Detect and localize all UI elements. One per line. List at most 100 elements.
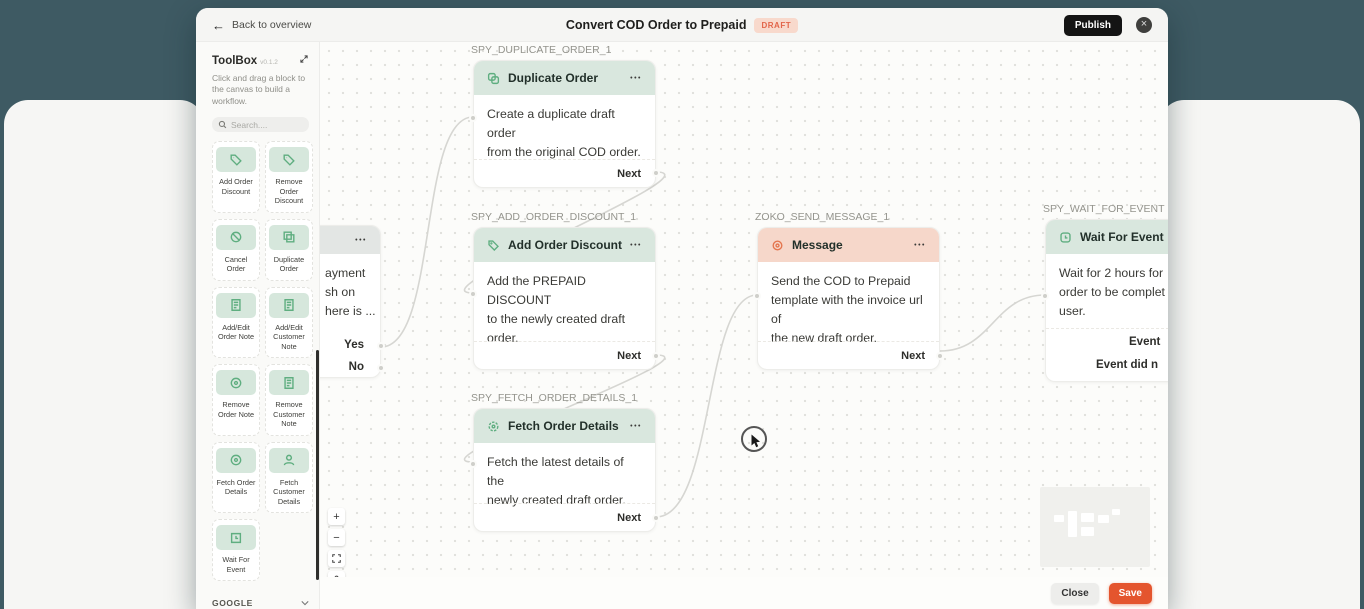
save-button[interactable]: Save — [1108, 582, 1152, 604]
back-to-overview-link[interactable]: ← Back to overview — [212, 8, 311, 42]
top-bar: ← Back to overview Convert COD Order to … — [196, 8, 1168, 42]
node-menu-icon[interactable]: ••• — [914, 241, 926, 249]
toolbox-block-wait-for-event[interactable]: Wait For Event — [212, 519, 260, 582]
node-title: Fetch Order Details — [508, 419, 619, 433]
toolbox-block-duplicate-order[interactable]: Duplicate Order — [265, 218, 313, 281]
zoom-out-button[interactable]: − — [328, 529, 345, 546]
node-menu-icon[interactable]: ••• — [630, 74, 642, 82]
section-label: GOOGLE — [212, 598, 253, 609]
toolbox-block-add-order-discount[interactable]: Add Order Discount — [212, 141, 260, 213]
node-body-text: Send the COD to Prepaid template with th… — [771, 274, 923, 345]
input-handle[interactable] — [753, 292, 761, 300]
toolbox-block-remove-customer-note[interactable]: Remove Customer Note — [265, 364, 313, 436]
node-id-label: SPY_WAIT_FOR_EVENT — [1043, 203, 1165, 215]
output-handle-next[interactable] — [652, 169, 660, 177]
input-handle[interactable] — [469, 114, 477, 122]
toolbox-block-cancel-order[interactable]: Cancel Order — [212, 218, 260, 281]
workflow-canvas[interactable]: ••• ayment sh on here is ... Yes No SPY_… — [320, 42, 1168, 609]
status-badge: DRAFT — [754, 17, 799, 33]
block-label: Cancel Order — [224, 254, 248, 274]
clock-icon — [1060, 231, 1071, 243]
toolbox-search[interactable] — [212, 117, 309, 133]
node-body-text: Wait for 2 hours for order to be complet… — [1059, 266, 1165, 318]
discount-tag-icon — [283, 154, 295, 166]
next-output-label: Next — [901, 349, 925, 362]
copy-icon — [487, 72, 500, 84]
node-title: Add Order Discount — [508, 238, 623, 252]
close-icon[interactable]: × — [1136, 17, 1152, 33]
block-label: Fetch Customer Details — [273, 477, 305, 506]
note-icon — [284, 299, 294, 312]
cancel-icon — [230, 232, 242, 243]
sidebar-section-google[interactable]: GOOGLE — [212, 598, 309, 608]
canvas-controls: + − — [328, 508, 345, 588]
mouse-cursor-indicator — [741, 426, 767, 452]
footer-bar: Close Save — [320, 577, 1168, 609]
node-body-text: Add the PREPAID DISCOUNT to the newly cr… — [487, 274, 626, 345]
output-event-label: Event — [1129, 336, 1161, 348]
block-label: Fetch Order Details — [216, 477, 256, 497]
node-duplicate-order[interactable]: Duplicate Order ••• Create a duplicate d… — [469, 60, 660, 188]
sidebar-scrollbar[interactable] — [316, 350, 319, 580]
node-body-text: Fetch the latest details of the newly cr… — [487, 455, 626, 507]
fit-view-button[interactable] — [328, 550, 345, 567]
toolbox-block-fetch-order-details[interactable]: Fetch Order Details — [212, 441, 260, 514]
toolbox-block-add-edit-order-note[interactable]: Add/Edit Order Note — [212, 286, 260, 359]
back-arrow-icon: ← — [212, 17, 225, 33]
toolbox-title: ToolBox — [212, 55, 258, 67]
output-handle-next[interactable] — [652, 514, 660, 522]
input-handle[interactable] — [469, 290, 477, 298]
zoom-in-button[interactable]: + — [328, 508, 345, 525]
block-label: Add/Edit Order Note — [217, 322, 255, 342]
discount-tag-icon — [488, 239, 499, 251]
note-icon — [231, 299, 241, 312]
block-label: Remove Order Discount — [274, 177, 304, 206]
block-label: Remove Order Note — [217, 400, 255, 419]
node-body-text: ayment sh on here is ... — [325, 266, 376, 318]
close-button[interactable]: Close — [1051, 582, 1099, 604]
input-handle[interactable] — [1041, 292, 1049, 300]
toolbox-blocks-grid: Add Order Discount Remove Order Discount… — [212, 141, 313, 582]
node-title: Duplicate Order — [508, 71, 599, 85]
toolbox-block-remove-order-discount[interactable]: Remove Order Discount — [265, 141, 313, 213]
expand-toolbox-icon[interactable] — [299, 54, 309, 64]
input-handle[interactable] — [469, 460, 477, 468]
block-label: Add/Edit Customer Note — [273, 322, 305, 351]
node-wait-for-event[interactable]: Wait For Event Wait for 2 hours for orde… — [1041, 219, 1168, 382]
page-title: Convert COD Order to Prepaid — [565, 18, 747, 32]
output-handle-yes[interactable] — [377, 342, 385, 350]
output-handle-no[interactable] — [377, 364, 385, 372]
toolbox-block-add-edit-customer-note[interactable]: Add/Edit Customer Note — [265, 286, 313, 359]
minimap[interactable] — [1040, 487, 1150, 567]
gear-icon — [230, 377, 242, 389]
gear-icon — [230, 454, 242, 466]
output-handle-next[interactable] — [936, 352, 944, 360]
publish-button[interactable]: Publish — [1063, 14, 1122, 36]
backdrop-panel-left — [4, 100, 204, 609]
node-send-message[interactable]: Message ••• Send the COD to Prepaid temp… — [753, 227, 944, 370]
node-condition-partial[interactable]: ••• ayment sh on here is ... Yes No — [320, 225, 385, 378]
next-output-label: Next — [617, 167, 641, 180]
node-add-order-discount[interactable]: Add Order Discount ••• Add the PREPAID D… — [469, 227, 660, 370]
node-menu-icon[interactable]: ••• — [630, 241, 642, 249]
gear-icon — [488, 421, 499, 431]
search-input[interactable] — [231, 119, 301, 130]
clock-icon — [230, 532, 242, 543]
message-target-icon — [772, 240, 783, 250]
node-menu-icon[interactable]: ••• — [630, 422, 642, 430]
toolbox-block-fetch-customer-details[interactable]: Fetch Customer Details — [265, 441, 313, 514]
node-menu-icon[interactable]: ••• — [355, 236, 367, 244]
next-output-label: Next — [617, 511, 641, 524]
output-handle-next[interactable] — [652, 352, 660, 360]
block-label: Duplicate Order — [273, 254, 305, 274]
discount-tag-icon — [230, 154, 242, 166]
toolbox-block-remove-order-note[interactable]: Remove Order Note — [212, 364, 260, 436]
chevron-down-icon — [301, 601, 309, 606]
node-body-text: Create a duplicate draft order from the … — [487, 107, 641, 159]
node-id-label: SPY_FETCH_ORDER_DETAILS_1 — [471, 392, 638, 404]
node-title: Message — [792, 238, 843, 252]
branch-yes-label: Yes — [344, 339, 364, 351]
backdrop-panel-right — [1160, 100, 1360, 609]
block-label: Add Order Discount — [219, 177, 253, 196]
node-fetch-order-details[interactable]: Fetch Order Details ••• Fetch the latest… — [469, 408, 660, 532]
